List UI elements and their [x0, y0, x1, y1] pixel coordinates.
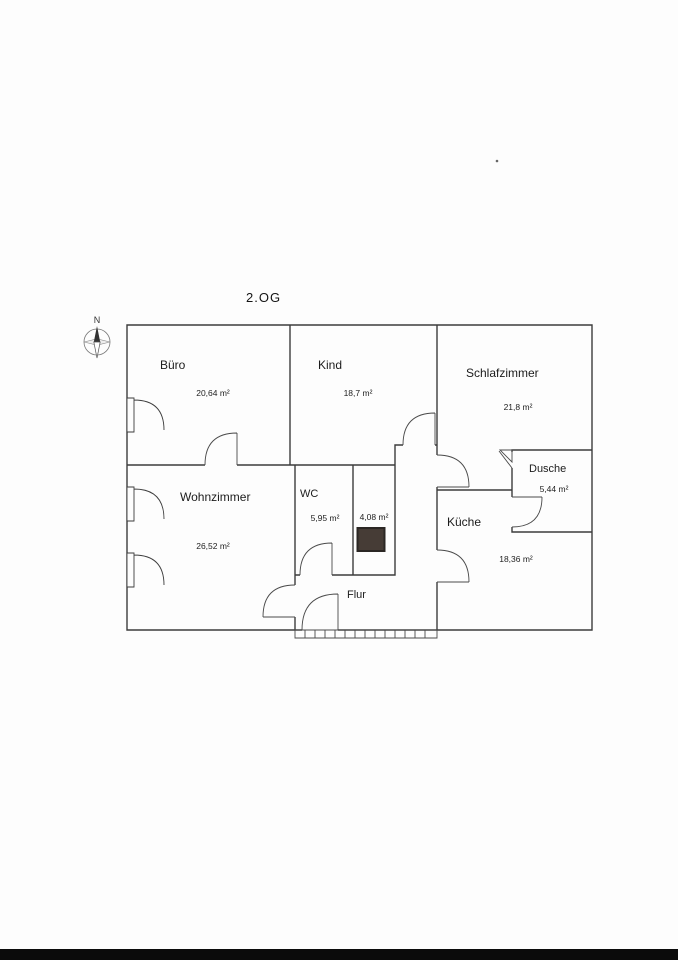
- scan-edge-bar: [0, 949, 678, 960]
- door-schlafzimmer: [436, 454, 470, 488]
- door-wohnzimmer: [262, 584, 296, 618]
- room-area-wc: 5,95 m²: [311, 513, 340, 523]
- room-wohnzimmer: Wohnzimmer 26,52 m²: [180, 490, 250, 551]
- entrance-threshold: [294, 629, 438, 639]
- compass-south-needle: [93, 341, 101, 359]
- door-kind: [402, 412, 436, 446]
- room-label-flur: Flur: [347, 589, 366, 601]
- room-flur: Flur: [347, 589, 366, 601]
- door-kueche: [436, 549, 470, 583]
- room-label-kind: Kind: [318, 358, 342, 372]
- dusche-corner-door: [498, 449, 513, 469]
- door-wc: [299, 542, 333, 576]
- room-schlafzimmer: Schlafzimmer 21,8 m²: [466, 366, 539, 412]
- window-wohnzimmer-upper: [126, 486, 165, 522]
- room-label-wohnzimmer: Wohnzimmer: [180, 490, 250, 504]
- room-area-kind: 18,7 m²: [344, 388, 373, 398]
- room-area-schlafzimmer: 21,8 m²: [504, 402, 533, 412]
- room-area-storage: 4,08 m²: [360, 512, 389, 522]
- compass-rose: N: [83, 315, 111, 359]
- window-wohnzimmer-lower: [126, 552, 165, 588]
- room-label-kueche: Küche: [447, 515, 481, 529]
- room-label-buero: Büro: [160, 358, 186, 372]
- scan-speck: [495, 159, 499, 163]
- room-kind: Kind 18,7 m²: [318, 358, 373, 398]
- room-kueche: Küche 18,36 m²: [447, 515, 533, 564]
- compass-north-label: N: [94, 315, 101, 325]
- room-area-kueche: 18,36 m²: [499, 554, 533, 564]
- chimney-shaft: [356, 527, 386, 552]
- window-buero: [126, 397, 165, 433]
- room-label-schlafzimmer: Schlafzimmer: [466, 366, 539, 380]
- floor-title: 2.OG: [246, 290, 281, 305]
- room-area-dusche: 5,44 m²: [540, 484, 569, 494]
- room-storage: 4,08 m²: [360, 512, 389, 522]
- room-label-wc: WC: [300, 488, 318, 500]
- room-area-wohnzimmer: 26,52 m²: [196, 541, 230, 551]
- room-dusche: Dusche 5,44 m²: [529, 463, 569, 494]
- room-wc: WC 5,95 m²: [300, 488, 340, 523]
- compass-north-needle: [93, 326, 101, 342]
- door-entrance: [301, 593, 339, 631]
- room-buero: Büro 20,64 m²: [160, 358, 230, 398]
- room-label-dusche: Dusche: [529, 463, 566, 475]
- room-area-buero: 20,64 m²: [196, 388, 230, 398]
- door-dusche: [511, 496, 543, 528]
- door-buero: [204, 432, 238, 466]
